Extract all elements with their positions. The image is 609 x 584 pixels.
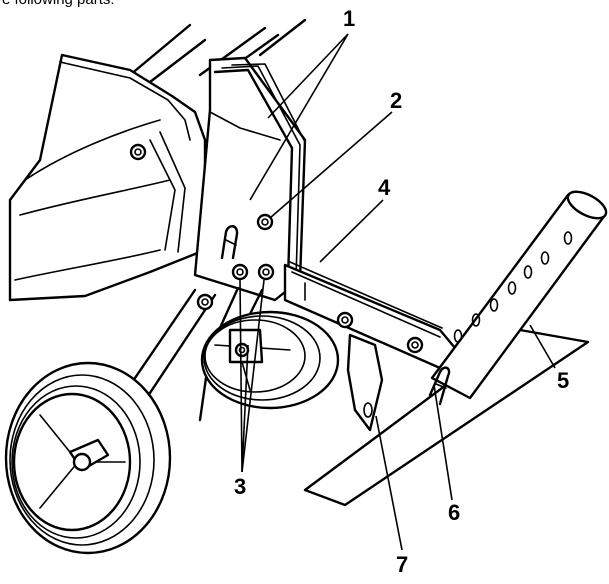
callout-labels: 1 2 3 4 5 6 7 (234, 6, 569, 577)
caption-fragment: e following parts: (2, 0, 115, 8)
arm-hairpin (428, 366, 451, 406)
bracket-hairpin (220, 225, 239, 260)
callout-7: 7 (396, 552, 408, 577)
mounting-bracket (193, 56, 307, 302)
front-wheel (4, 361, 172, 555)
tine-shield-housing (8, 53, 207, 302)
rear-wheel (200, 310, 340, 410)
callout-3: 3 (234, 474, 246, 499)
callout-1: 1 (343, 6, 355, 31)
horizontal-arm (283, 261, 457, 370)
adjustment-tube (430, 190, 608, 400)
callout-5: 5 (557, 368, 569, 393)
clamp-block (228, 328, 264, 364)
callout-2: 2 (390, 88, 402, 113)
callout-6: 6 (448, 500, 460, 525)
leader-lines (239, 33, 556, 551)
callout-4: 4 (378, 175, 391, 200)
housing-bolt (129, 143, 147, 161)
bracket-bolts (231, 213, 275, 281)
drag-plate (346, 333, 384, 432)
